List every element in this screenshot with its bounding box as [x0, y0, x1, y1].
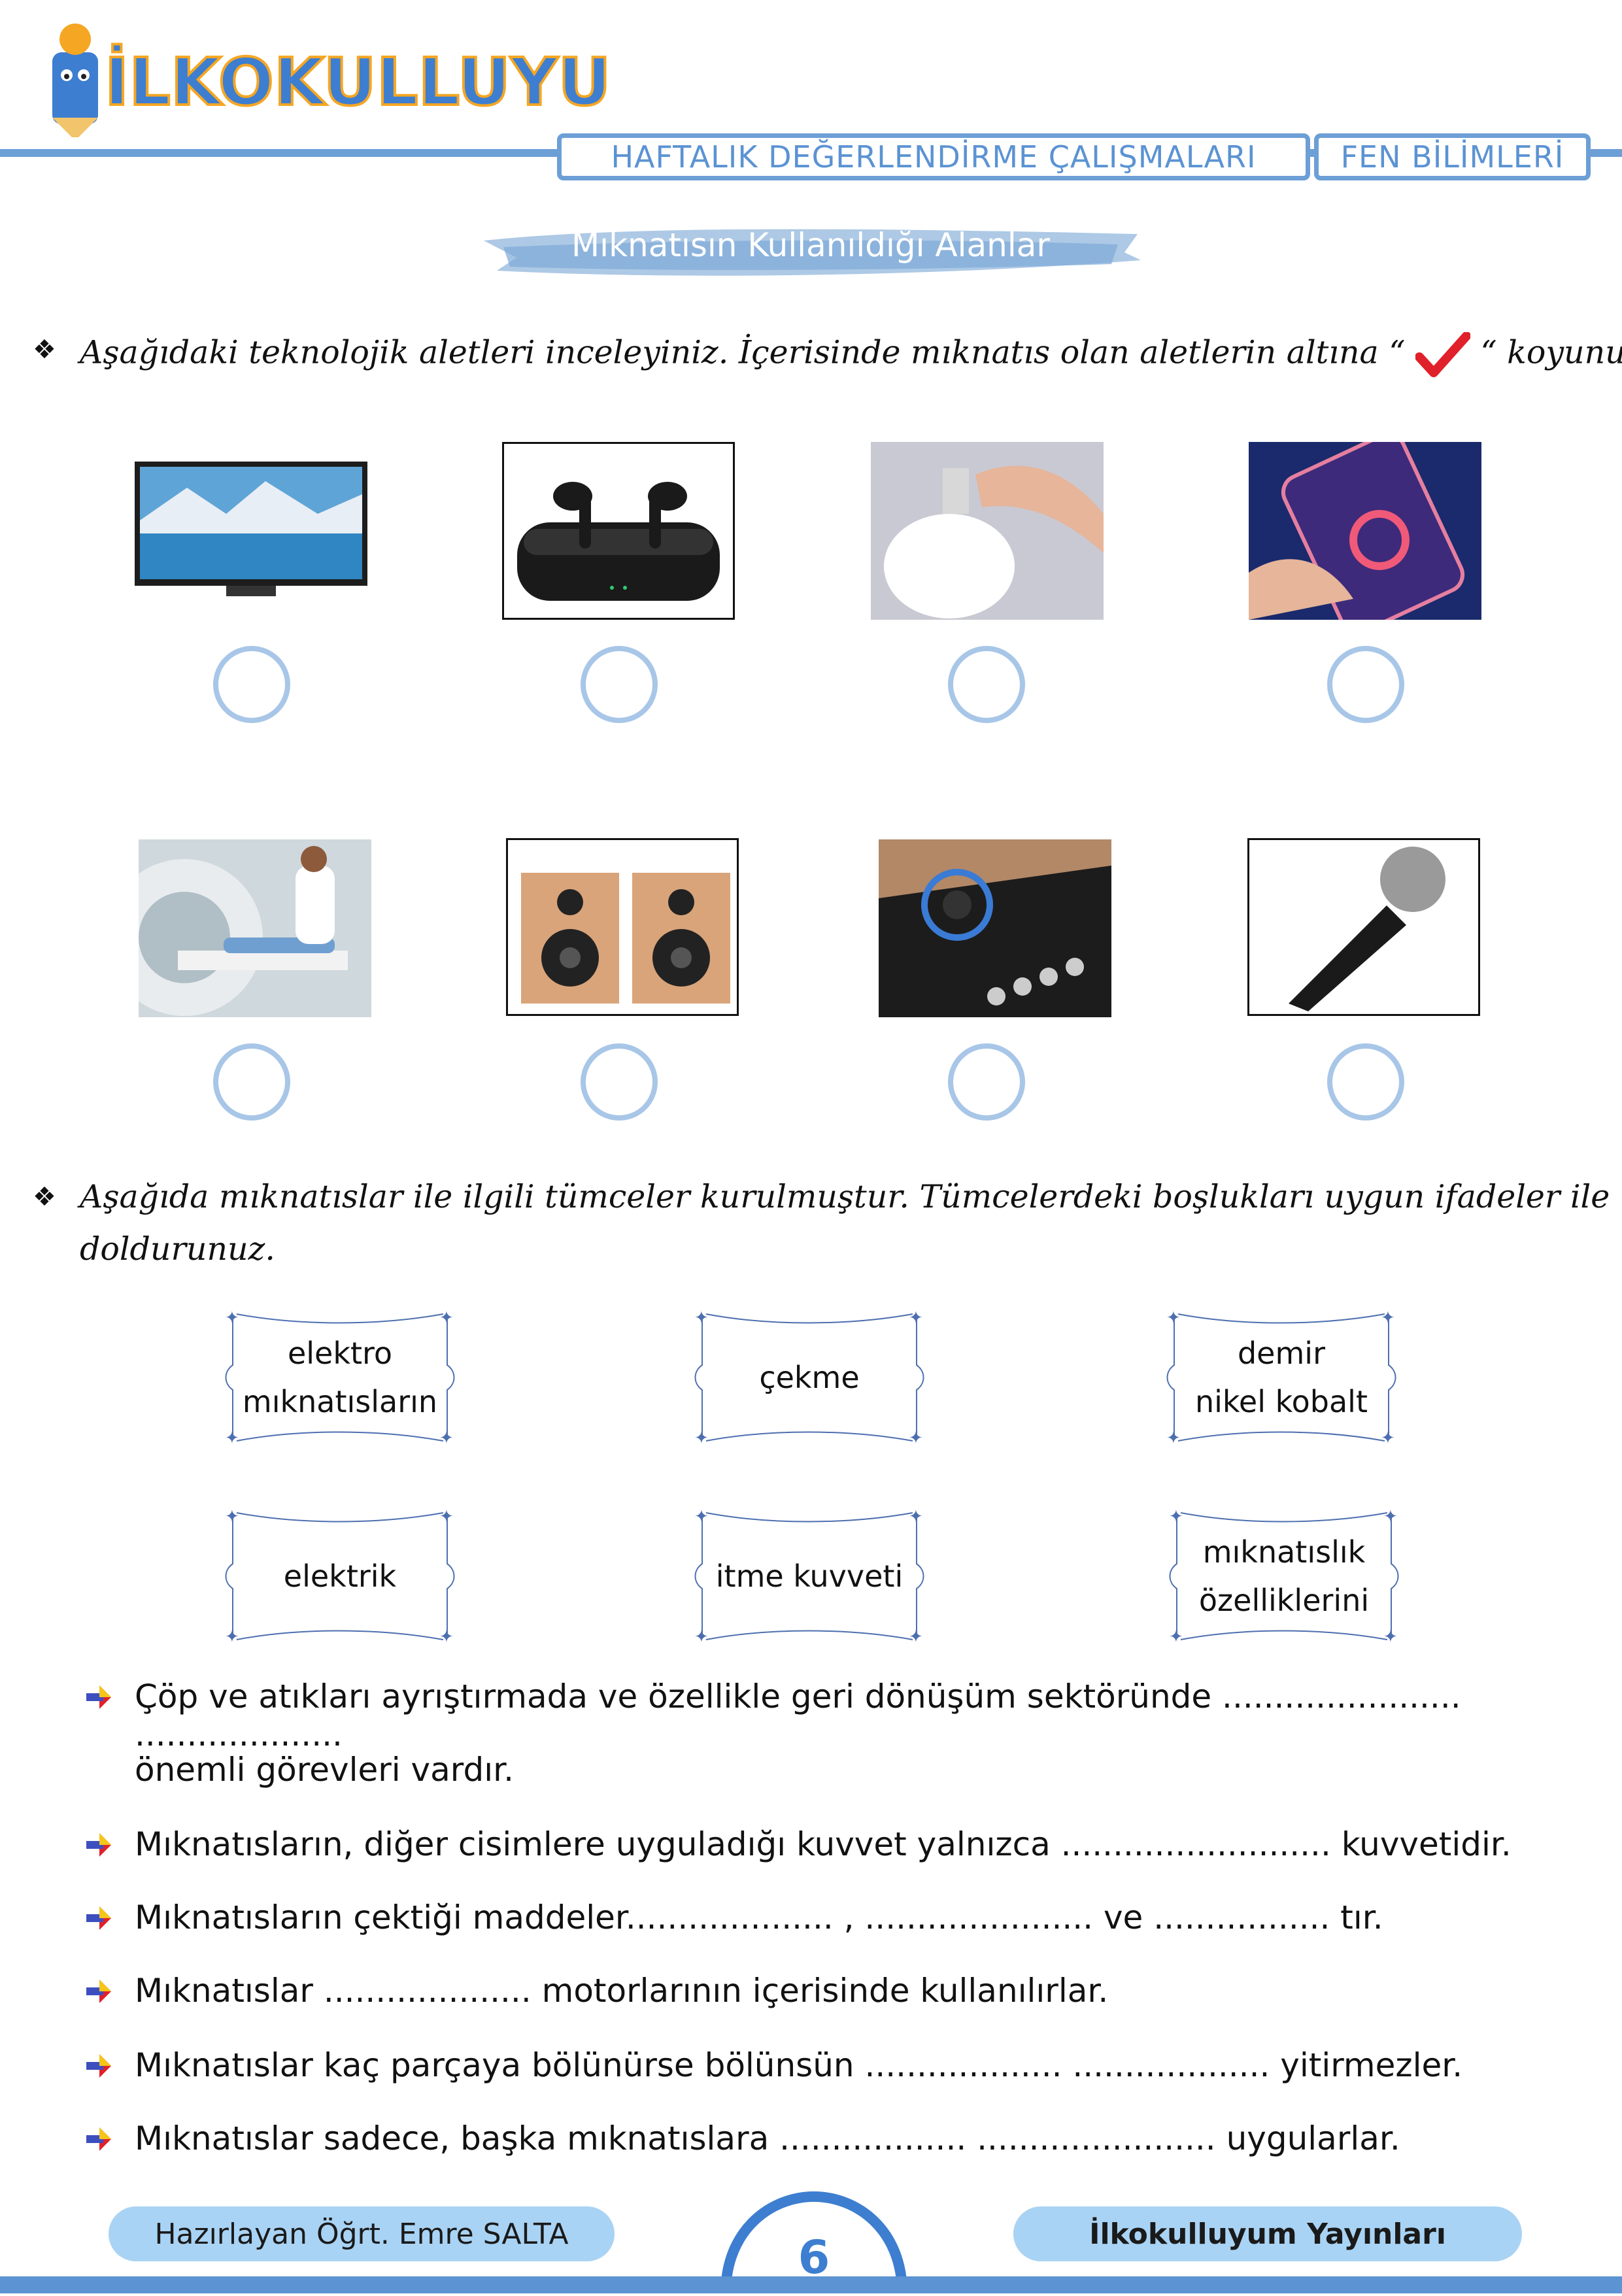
- question1-text-after: “ koyunuz.: [1480, 333, 1622, 371]
- card-line: itme kuvveti: [715, 1559, 904, 1594]
- question1-text-before: Aşağıdaki teknolojik aletleri inceleyini…: [80, 333, 1406, 371]
- sentence-2: Mıknatısların, diğer cisimlere uyguladığ…: [135, 1825, 1512, 1863]
- answer-circle-7[interactable]: [948, 1043, 1025, 1121]
- card-line: elektrik: [283, 1559, 397, 1594]
- footer-author: Hazırlayan Öğrt. Emre SALTA: [109, 2206, 615, 2261]
- arrow-bullet-icon: [86, 2054, 111, 2078]
- answer-circle-8[interactable]: [1327, 1043, 1404, 1121]
- phone-ring-holder-icon: [1249, 442, 1481, 620]
- topic-title: Mıknatısın Kullanıldığı Alanlar: [571, 226, 1050, 264]
- arrow-bullet-icon: [86, 1906, 111, 1930]
- sentence-4: Mıknatıslar .................... motorla…: [135, 1972, 1109, 2010]
- arrow-bullet-icon: [86, 1980, 111, 2003]
- answer-circle-4[interactable]: [1327, 646, 1404, 723]
- card-line: elektro: [287, 1336, 393, 1371]
- answer-circle-3[interactable]: [948, 646, 1025, 723]
- answer-circle-5[interactable]: [213, 1043, 290, 1121]
- word-card-2: çekme: [690, 1306, 928, 1449]
- microphone-icon: [1247, 838, 1480, 1016]
- check-mark-icon: [1414, 331, 1471, 377]
- card-line: mıknatısların: [242, 1384, 438, 1419]
- footer-rule: [0, 2276, 1622, 2293]
- logo-text: İLKOKULLUYUM: [105, 44, 615, 120]
- sentence-1: Çöp ve atıkları ayrıştırmada ve özellikl…: [135, 1678, 1461, 1753]
- card-line: çekme: [759, 1360, 860, 1395]
- arrow-bullet-icon: [86, 1833, 111, 1857]
- bullet-icon: ❖: [33, 335, 56, 365]
- card-line: mıknatıslık: [1202, 1534, 1366, 1570]
- arrow-bullet-icon: [86, 2127, 111, 2151]
- question2-line1: Aşağıda mıknatıslar ile ilgili tümceler …: [80, 1178, 1610, 1215]
- word-card-1: elektro mıknatısların: [221, 1306, 459, 1449]
- title-brush-banner: [477, 214, 1144, 286]
- header-title: HAFTALIK DEĞERLENDİRME ÇALIŞMALARI: [557, 133, 1310, 180]
- card-line: demir: [1237, 1336, 1325, 1371]
- page-number: 6: [798, 2231, 830, 2284]
- bullet-icon: ❖: [33, 1182, 56, 1212]
- sentence-6: Mıknatıslar sadece, başka mıknatıslara .…: [135, 2119, 1400, 2157]
- answer-circle-6[interactable]: [581, 1043, 658, 1121]
- wireless-earbuds-icon: [502, 442, 735, 620]
- arrow-bullet-icon: [86, 1685, 111, 1709]
- sentence-5: Mıknatıslar kaç parçaya bölünürse bölüns…: [135, 2046, 1463, 2084]
- light-bulb-icon: [871, 442, 1104, 620]
- television-icon: [135, 442, 367, 620]
- speakers-icon: [506, 838, 739, 1016]
- word-card-5: itme kuvveti: [690, 1505, 928, 1647]
- header-subject: FEN BİLİMLERİ: [1314, 133, 1591, 180]
- answer-circle-2[interactable]: [581, 646, 658, 723]
- card-line: nikel kobalt: [1195, 1384, 1368, 1419]
- footer-publisher: İlkokulluyum Yayınları: [1013, 2206, 1522, 2261]
- card-line: özelliklerini: [1198, 1583, 1370, 1618]
- answer-circle-1[interactable]: [213, 646, 290, 723]
- question1-text: Aşağıdaki teknolojik aletleri inceleyini…: [80, 331, 1622, 378]
- word-card-3: demir nikel kobalt: [1162, 1306, 1400, 1449]
- logo: İLKOKULLUYUM: [26, 13, 677, 141]
- sentence-1-continued: önemli görevleri vardır.: [135, 1751, 514, 1789]
- pencil-mascot-icon: [52, 24, 98, 141]
- page-number-badge: 6: [719, 2190, 909, 2296]
- sentence-3: Mıknatısların çektiği maddeler..........…: [135, 1899, 1383, 1936]
- gas-stove-icon: [879, 839, 1111, 1017]
- mri-scanner-icon: [139, 839, 371, 1017]
- question2-line2: doldurunuz.: [80, 1230, 275, 1268]
- word-card-6: mıknatıslık özelliklerini: [1165, 1505, 1403, 1647]
- word-card-4: elektrik: [221, 1505, 459, 1647]
